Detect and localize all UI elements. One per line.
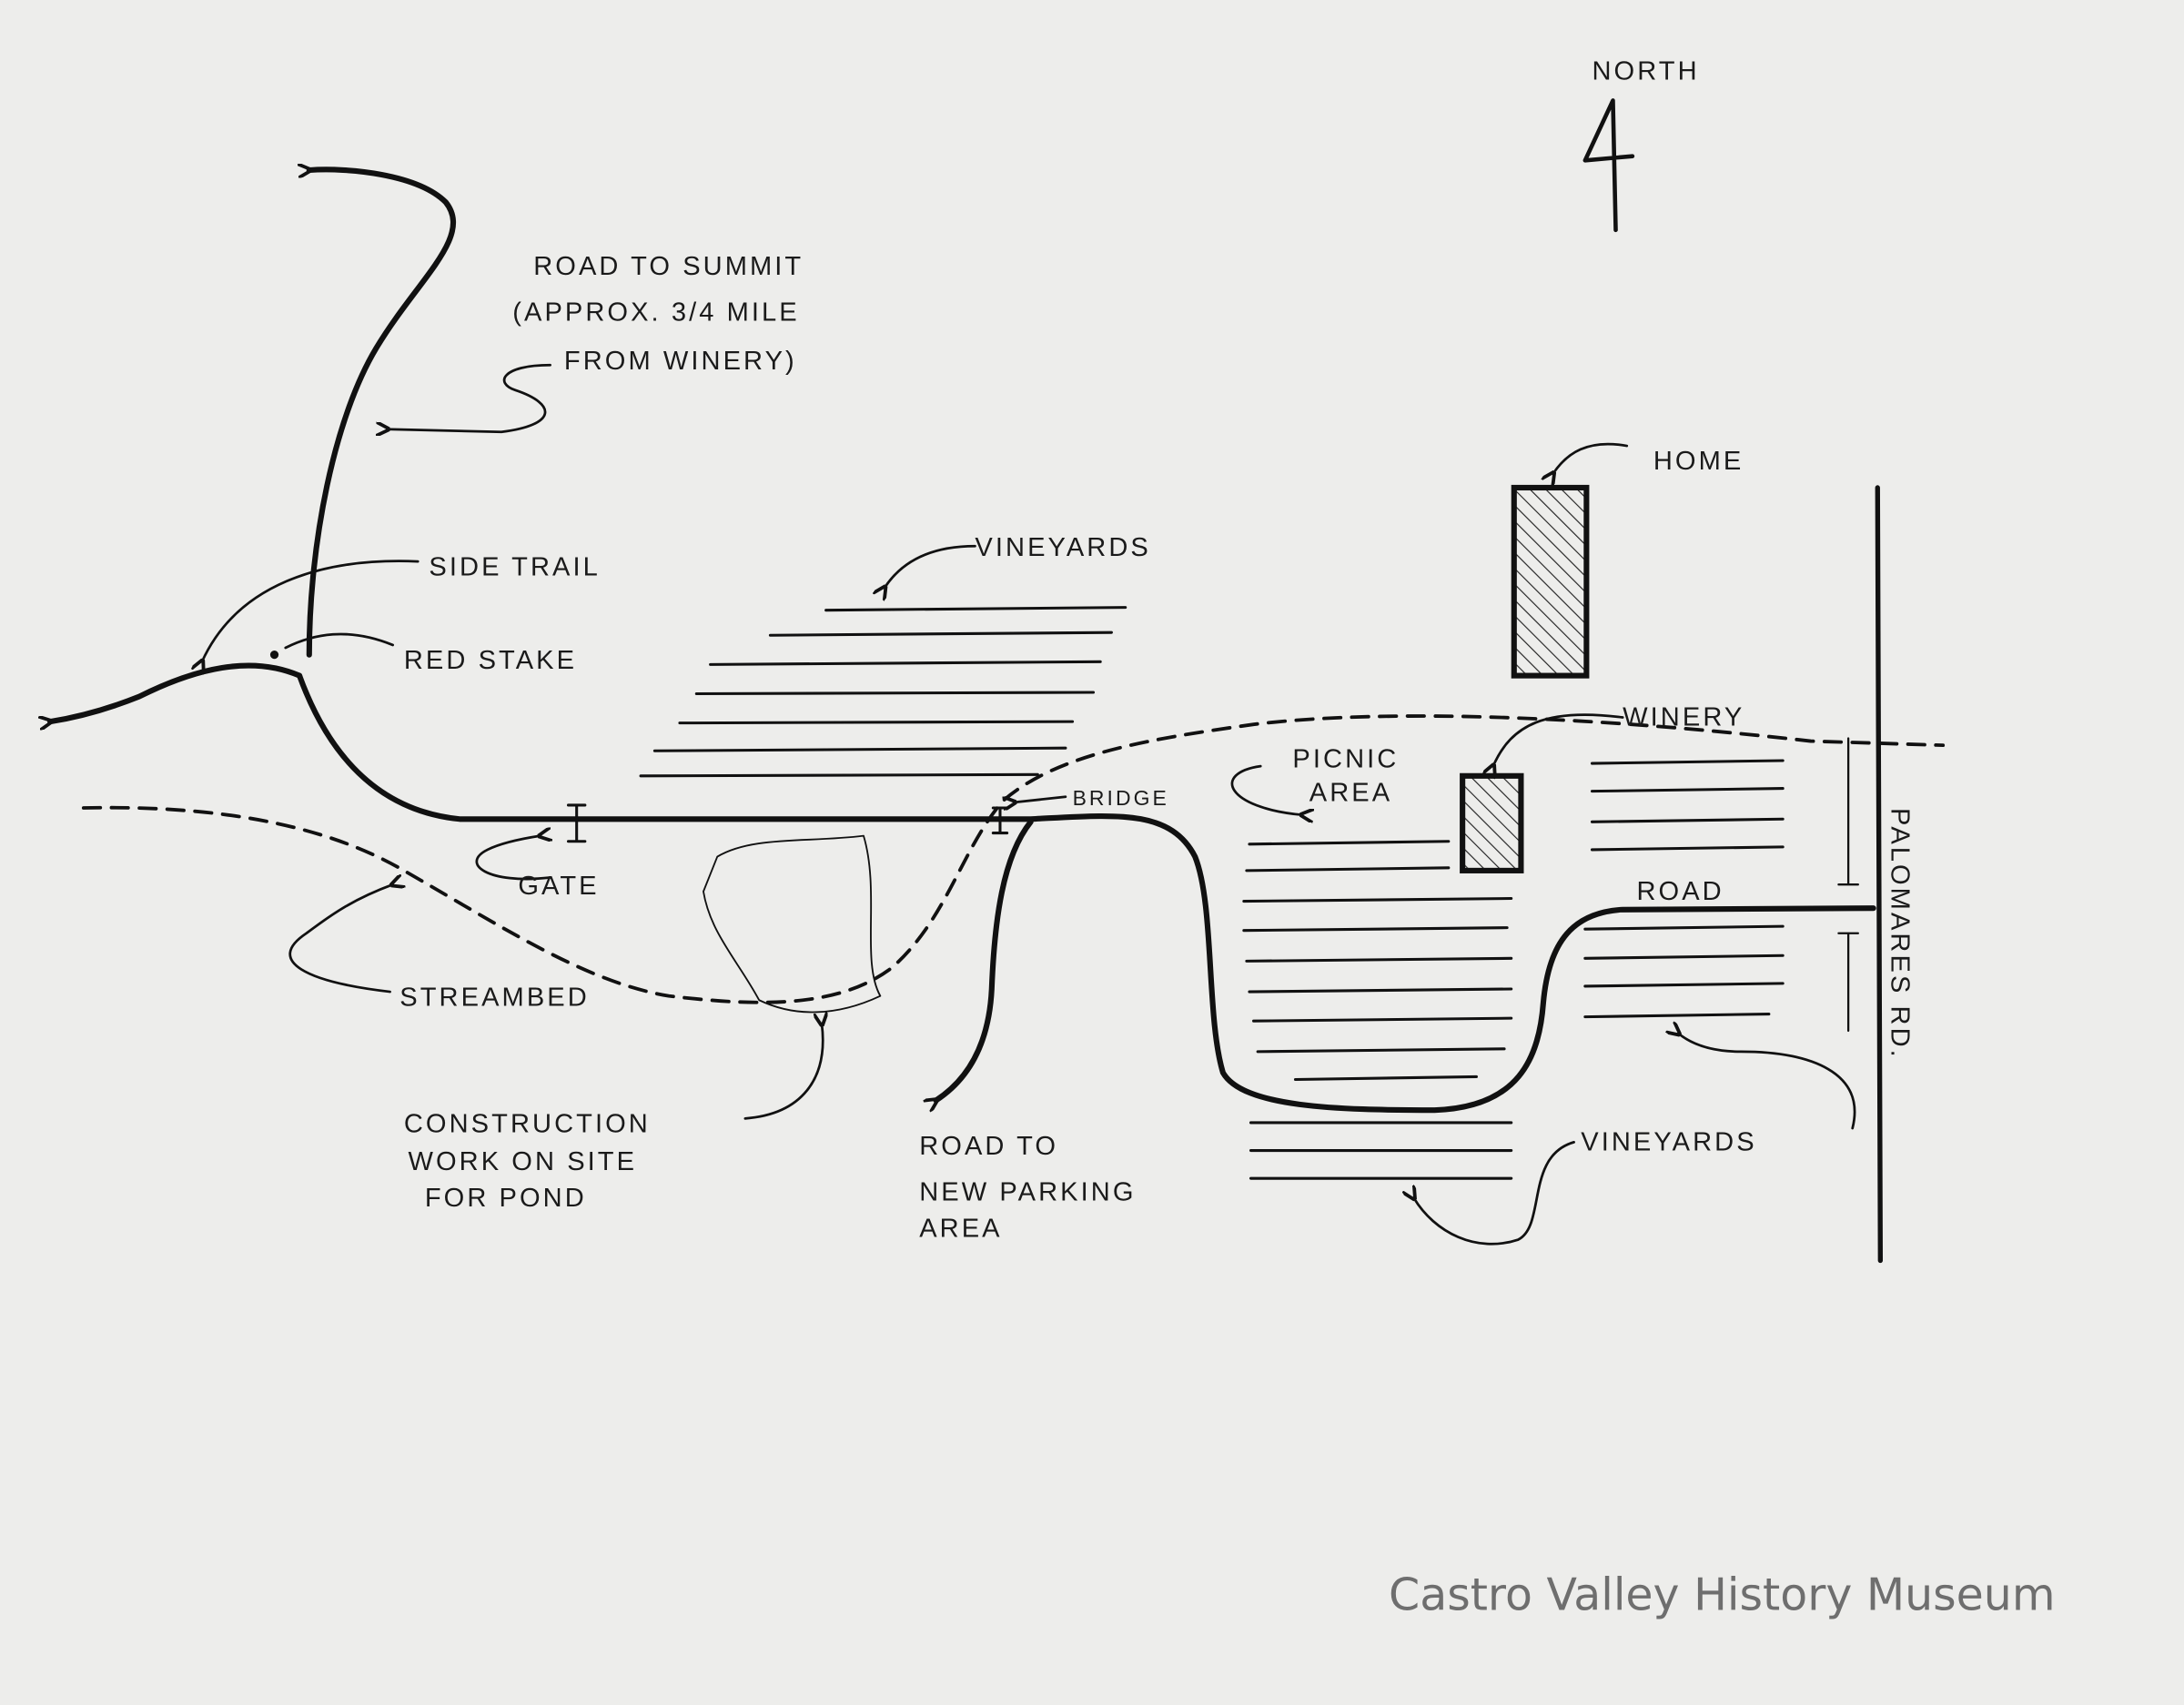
pond-site — [703, 834, 882, 1014]
palomares-road — [1875, 485, 1884, 1264]
north-label: North — [1592, 57, 1699, 86]
road-to-parking — [936, 819, 1034, 1100]
red-stake-mark — [269, 651, 279, 660]
picnic-area-label: Picnic — [1292, 745, 1399, 774]
vineyard-rows-center — [1242, 840, 1513, 1180]
construction-label: Construction — [404, 1110, 651, 1139]
road-to-parking-label-2: New Parking — [919, 1178, 1136, 1207]
road-label: Road — [1636, 877, 1724, 906]
bridge-label: Bridge — [1073, 786, 1169, 810]
gate-mark — [566, 803, 587, 843]
leader-arrows — [202, 363, 1856, 1246]
road-to-summit-label-3: From Winery) — [564, 347, 797, 376]
home-building — [1511, 484, 1590, 679]
winery-building — [1460, 772, 1524, 873]
side-trail-label: Side Trail — [429, 552, 600, 581]
palomares-rd-label: Palomares Rd. — [1886, 808, 1915, 1060]
construction-label-2: Work on Site — [408, 1147, 637, 1176]
vineyards-label-bottom: Vineyards — [1581, 1128, 1756, 1157]
road-to-summit — [309, 169, 457, 658]
vineyard-rows-right — [1583, 759, 1785, 1019]
vineyard-rows-top — [639, 606, 1127, 778]
home-label: Home — [1653, 447, 1744, 476]
gate-label: Gate — [518, 872, 599, 901]
side-trail-road — [50, 662, 303, 722]
road-to-summit-label: Road To Summit — [533, 252, 804, 281]
north-arrow-icon — [1582, 98, 1635, 233]
watermark: Castro Valley History Museum — [1389, 1569, 2056, 1621]
construction-label-3: For Pond — [425, 1184, 587, 1213]
streambed-label: Streambed — [399, 983, 590, 1012]
vineyards-label-top: Vineyards — [975, 533, 1150, 562]
road-extent-marks — [1837, 737, 1859, 1033]
winery-label: Winery — [1623, 703, 1744, 732]
road-to-parking-label: Road To — [919, 1132, 1058, 1161]
main-road — [297, 672, 1876, 1114]
picnic-area-label-2: Area — [1309, 778, 1392, 807]
road-to-summit-label-2: (Approx. 3/4 mile — [512, 298, 799, 327]
road-to-parking-label-3: Area — [919, 1214, 1002, 1243]
red-stake-label: Red Stake — [404, 646, 577, 675]
streambed — [81, 714, 1946, 1004]
